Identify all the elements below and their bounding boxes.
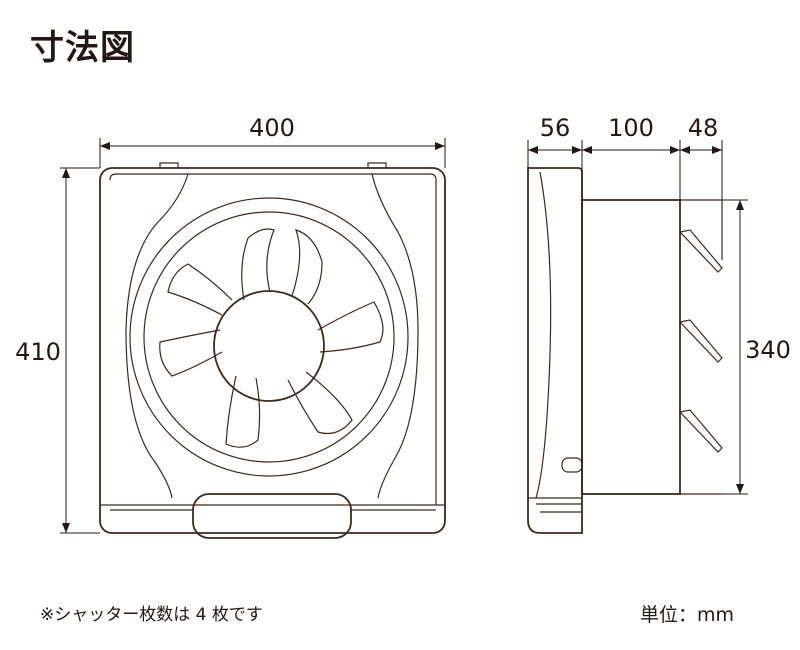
front-outer-frame [99, 167, 446, 534]
front-top-tabs [159, 162, 387, 168]
side-clip [561, 457, 583, 473]
unit-note: 単位：mm [640, 604, 735, 626]
fan-inner-ring [143, 211, 395, 463]
front-view [99, 162, 446, 539]
side-front-cover [527, 167, 583, 534]
depth-body-label: 100 [608, 114, 654, 142]
shutter-height-label: 340 [745, 336, 791, 364]
depth-shutter-label: 48 [688, 114, 719, 142]
width-dimension: 400 [99, 114, 446, 168]
side-shutter-frame [680, 199, 723, 495]
shutter-height-dimension: 340 [722, 199, 791, 495]
side-view [527, 167, 723, 534]
height-dimension-label: 410 [15, 338, 61, 366]
fan-outer-ring [129, 197, 409, 477]
height-dimension: 410 [15, 167, 100, 534]
width-dimension-label: 400 [249, 114, 295, 142]
fan-housing-outline [125, 173, 419, 499]
front-bottom-handle [192, 493, 352, 539]
page-title: 寸法図 [30, 28, 135, 68]
side-cover-curve [535, 171, 552, 499]
side-cover-bottom [528, 497, 582, 513]
fan-hub [213, 290, 325, 402]
side-shutters [678, 229, 723, 453]
depth-front-label: 56 [540, 114, 571, 142]
front-inner-frame [109, 173, 437, 505]
depth-dimensions: 56 100 48 [527, 114, 723, 200]
side-body [581, 199, 681, 495]
shutter-count-note: ※シャッター枚数は 4 枚です [40, 605, 263, 625]
fan-blades [159, 228, 384, 448]
